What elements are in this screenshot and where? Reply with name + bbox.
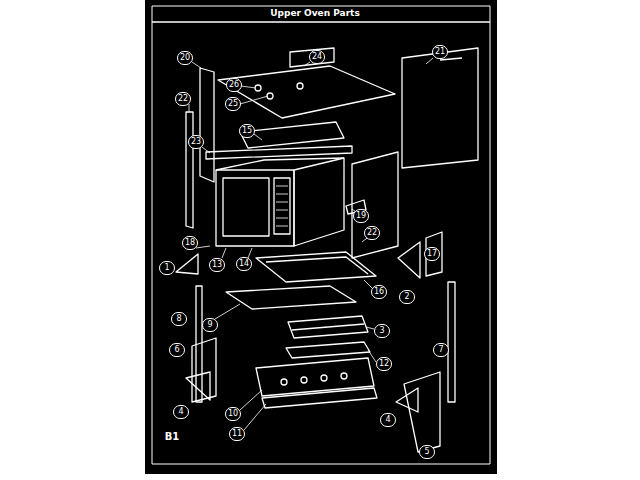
callout-number: 26 [226,78,242,92]
callout-number: 1 [159,261,175,275]
callout-number: 22 [364,226,380,240]
callout-number: 14 [236,257,252,271]
callout-number: 8 [171,312,187,326]
callout-number: 3 [374,324,390,338]
callout-number: 15 [239,124,255,138]
callout-number: 12 [376,357,392,371]
callout-number: 22 [175,92,191,106]
callout-number: 18 [182,236,198,250]
callout-number: 6 [169,343,185,357]
callout-number: 13 [209,258,225,272]
callout-number: 23 [188,135,204,149]
callout-number: 24 [309,50,325,64]
callout-number: 4 [380,413,396,427]
diagram-title: Upper Oven Parts [266,8,364,18]
callout-number: 4 [173,405,189,419]
background-panel [145,0,497,474]
callout-number: 19 [353,209,369,223]
callout-number: 25 [225,97,241,111]
callout-number: 11 [229,427,245,441]
callout-number: 16 [371,285,387,299]
callout-number: 17 [424,247,440,261]
callout-number: 9 [202,318,218,332]
figure-code: B1 [165,431,180,442]
callout-number: 2 [399,290,415,304]
callout-number: 10 [225,407,241,421]
callout-number: 7 [433,343,449,357]
callout-number: 5 [419,445,435,459]
callout-number: 20 [177,51,193,65]
callout-number: 21 [432,45,448,59]
exploded-view [152,6,490,464]
